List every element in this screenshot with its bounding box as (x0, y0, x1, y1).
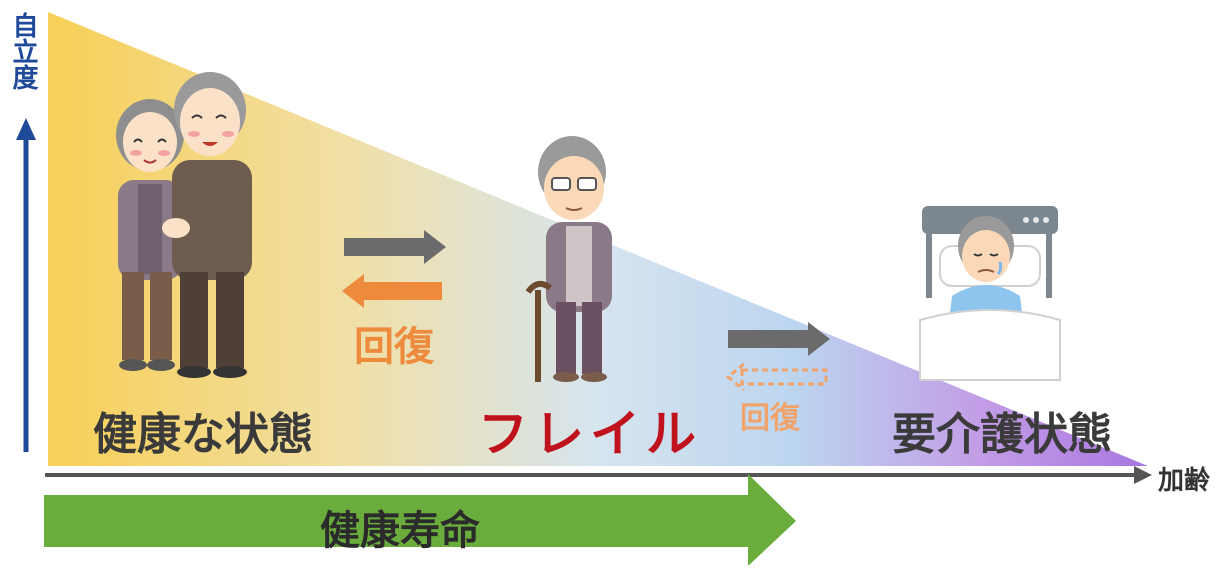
y-axis-arrowhead (16, 118, 36, 140)
recovery-label-secondary: 回復 (740, 401, 800, 436)
x-axis-label: 加齢 (1158, 466, 1211, 496)
stage-care-label: 要介護状態 (892, 409, 1112, 460)
recovery-arrow-2-dashed (725, 362, 828, 392)
x-axis (45, 466, 1152, 484)
healthy-life-label: 健康寿命 (320, 508, 480, 554)
stage-healthy-label: 健康な状態 (93, 409, 313, 460)
y-axis-label: 自立度 (8, 12, 38, 90)
recovery-label: 回復 (354, 324, 434, 370)
recovery-arrow-1 (342, 274, 442, 308)
stage-frail-label: フレイル (478, 405, 702, 463)
y-axis (16, 118, 36, 452)
healthy-couple-illustration (116, 72, 252, 378)
progression-arrow-2 (728, 322, 830, 356)
bedridden-patient-illustration (919, 206, 1061, 381)
frail-elder-illustration (525, 136, 612, 382)
progression-arrow-1 (344, 230, 446, 264)
healthy-life-arrow (44, 474, 796, 566)
x-axis-arrowhead (1134, 466, 1152, 484)
